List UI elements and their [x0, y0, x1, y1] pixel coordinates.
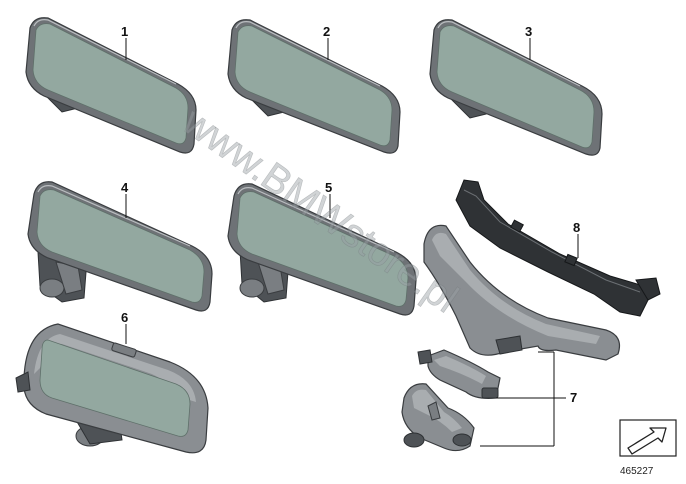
- callout-3: 3: [525, 24, 532, 39]
- mirror-4: [27, 181, 213, 312]
- callout-4: 4: [121, 180, 129, 195]
- callout-5: 5: [325, 180, 332, 195]
- watermark-text: www.BMWstore.pl: [174, 99, 466, 322]
- reference-number: 465227: [620, 466, 654, 477]
- reference-box: [619, 419, 677, 457]
- callout-8: 8: [573, 220, 580, 235]
- callout-7-bracket: [480, 351, 566, 447]
- part-8-trim-strip: [455, 179, 661, 317]
- mirror-3: [429, 19, 603, 156]
- mirror-2: [227, 19, 401, 154]
- part-7-cover-main: [423, 224, 621, 361]
- arrow-icon: [627, 427, 667, 455]
- callout-7: 7: [570, 390, 577, 405]
- callout-6: 6: [121, 310, 128, 325]
- callout-1: 1: [121, 24, 128, 39]
- mirror-6: [15, 323, 209, 454]
- part-7-cover-middle: [417, 349, 501, 399]
- callout-2: 2: [323, 24, 330, 39]
- mirror-5: [227, 183, 417, 316]
- part-7-cover-lower: [401, 383, 475, 452]
- mirror-1: [25, 17, 197, 154]
